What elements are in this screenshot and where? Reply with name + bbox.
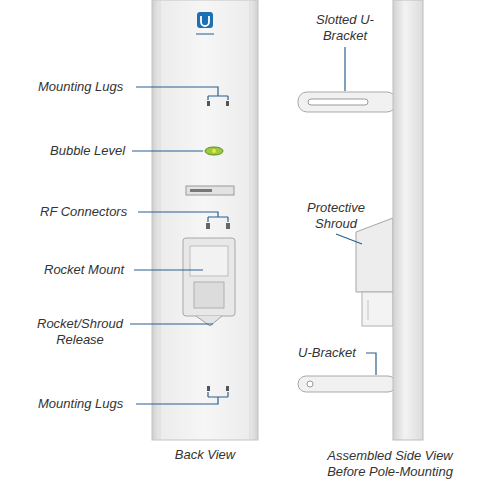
logo-wordmark bbox=[196, 33, 214, 35]
mounting-lug bbox=[226, 386, 229, 391]
protective-shroud bbox=[356, 218, 393, 292]
logo-mark bbox=[201, 16, 209, 26]
mounting-lug bbox=[207, 101, 210, 106]
leader-line bbox=[344, 47, 345, 91]
rocket-mount-clip bbox=[194, 282, 224, 308]
housing-ridge bbox=[250, 0, 251, 440]
level-bubble bbox=[212, 149, 216, 153]
view-caption: Assembled Side View Before Pole-Mounting bbox=[310, 448, 470, 480]
part-label: RF Connectors bbox=[40, 204, 140, 220]
part-label: Protective Shroud bbox=[296, 200, 376, 232]
housing-ridge bbox=[160, 0, 161, 440]
part-label: Slotted U-Bracket bbox=[305, 12, 385, 44]
leader-line bbox=[336, 234, 362, 244]
leader-line bbox=[132, 150, 203, 151]
radio-detail bbox=[368, 300, 369, 320]
bubble-level bbox=[205, 147, 223, 155]
leader-line bbox=[136, 87, 228, 100]
logo-icon bbox=[197, 12, 213, 28]
part-label: Mounting Lugs bbox=[38, 396, 138, 412]
antenna-housing bbox=[152, 0, 258, 440]
part-label: U-Bracket bbox=[298, 345, 368, 361]
part-label: Rocket Mount bbox=[44, 262, 144, 278]
mounting-lug bbox=[226, 101, 229, 106]
label-plate-print bbox=[190, 189, 212, 192]
back-view-antenna bbox=[152, 0, 258, 440]
mounting-lug bbox=[207, 386, 210, 391]
leader-line bbox=[138, 212, 228, 222]
rocket-mount-plate bbox=[190, 246, 228, 276]
label-plate bbox=[186, 186, 234, 195]
rf-connector bbox=[226, 223, 230, 229]
leader-lines bbox=[130, 47, 376, 404]
view-caption: Back View bbox=[155, 447, 255, 463]
leader-line bbox=[136, 392, 228, 404]
bracket-slot bbox=[308, 99, 368, 105]
part-label: Mounting Lugs bbox=[38, 79, 138, 95]
slotted-u-bracket bbox=[298, 92, 396, 112]
leader-line bbox=[130, 323, 213, 324]
rocket-radio bbox=[362, 292, 393, 326]
part-label: Bubble Level bbox=[50, 143, 150, 159]
rocket-mount bbox=[183, 238, 235, 316]
rf-connector bbox=[206, 223, 210, 229]
u-bracket bbox=[298, 376, 396, 392]
bracket-hole bbox=[307, 381, 313, 387]
antenna-side bbox=[393, 0, 423, 440]
leader-line bbox=[134, 269, 203, 270]
part-label: Rocket/Shroud Release bbox=[30, 316, 130, 348]
leader-line bbox=[366, 353, 376, 375]
